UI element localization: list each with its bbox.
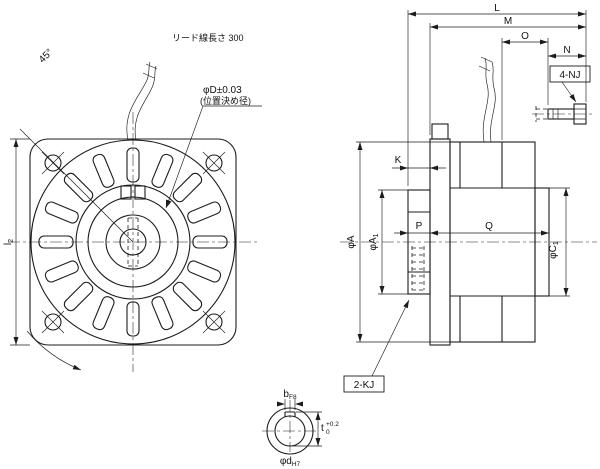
front-flange — [29, 138, 237, 346]
dim-l2-label: l2 — [3, 239, 15, 245]
detail-keyway — [284, 411, 296, 417]
dim-L-label: L — [494, 3, 500, 14]
dim-l2: l2 — [3, 138, 30, 346]
stator-slots — [38, 147, 228, 337]
angle-label: 45° — [37, 47, 55, 65]
lead-wires-side — [478, 56, 496, 143]
front-view: 45° リード線長さ 300 φD±0.03 (位置決め径) l2 — [3, 32, 262, 372]
positioning-dia-label: φD±0.03 — [203, 85, 242, 96]
front-circles — [30, 139, 236, 345]
dim-M: M — [430, 16, 586, 30]
dim-P-label: P — [416, 221, 423, 232]
dim-b-label: bF8 — [283, 389, 297, 401]
dim-phiA-label: φA — [346, 235, 357, 248]
positioning-dia-callout: φD±0.03 (位置決め径) — [165, 85, 262, 209]
front-keyway-hidden — [127, 217, 139, 267]
dim-N-label: N — [563, 45, 570, 56]
dim-t-tol-lower: 0 — [326, 429, 330, 436]
dim-Q-label: Q — [485, 221, 493, 232]
dim-phiC1: φC1 — [548, 188, 569, 296]
dim-L: L — [408, 3, 586, 17]
dim-b: bF8 — [277, 389, 303, 407]
detail-centerlines — [262, 400, 318, 452]
dim-M-label: M — [504, 16, 512, 27]
side-view: L M O N 4-NJ K — [340, 3, 597, 393]
dim-Q: Q — [430, 221, 549, 236]
terminal-blocks — [120, 185, 146, 200]
key-callout: 2-KJ — [343, 299, 410, 393]
detail-outer-circle — [266, 407, 314, 455]
tap-label: 4-NJ — [559, 70, 580, 81]
dim-phiA1: φA1 — [368, 190, 385, 294]
dim-phiA1-label: φA1 — [368, 233, 380, 250]
side-hidden-lines — [411, 106, 548, 291]
dim-t-tol-upper: +0.2 — [326, 421, 339, 428]
dim-phid-label: φdH7 — [280, 456, 301, 468]
dim-phiC1-label: φC1 — [548, 241, 560, 259]
tap-callout: 4-NJ — [549, 65, 591, 103]
dim-K-label: K — [395, 155, 402, 166]
side-body — [407, 123, 550, 346]
mounting-holes — [41, 151, 226, 334]
positioning-dia-note: (位置決め径) — [200, 95, 251, 106]
dim-t: t +0.2 0 — [292, 411, 339, 447]
dim-O-label: O — [521, 31, 529, 42]
key-label: 2-KJ — [354, 380, 375, 391]
detail-keyway-ext — [284, 399, 296, 410]
dim-N: N — [548, 45, 586, 59]
detail-bore-circle — [274, 415, 306, 447]
shaft-detail: bF8 t +0.2 0 φdH7 — [262, 389, 339, 468]
dim-O: O — [502, 31, 548, 45]
lead-wires-front — [126, 61, 158, 141]
extension-lines — [356, 10, 587, 343]
dim-K: K — [392, 155, 446, 171]
lead-wire-label: リード線長さ 300 — [172, 32, 244, 43]
screw — [547, 103, 587, 125]
dim-phiA: φA — [346, 142, 363, 342]
dim-t-label: t — [321, 423, 324, 434]
side-centerlines — [340, 113, 597, 243]
